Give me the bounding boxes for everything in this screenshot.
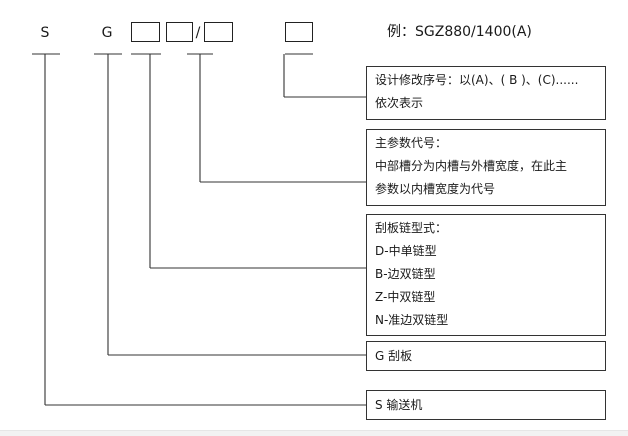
- box-modification-line-1: 设计修改序号：以(A)、( B )、(C)......: [375, 73, 579, 87]
- box-modification-line-2: 依次表示: [375, 96, 424, 110]
- code-box-modification: [285, 22, 313, 42]
- box-main-parameter: 主参数代号： 中部槽分为内槽与外槽宽度，在此主 参数以内槽宽度为代号: [366, 129, 606, 206]
- code-box-main-param-outer: [166, 22, 193, 42]
- code-slash: /: [195, 25, 201, 41]
- code-box-chain-type: [131, 22, 160, 42]
- box-main-param-line-2: 中部槽分为内槽与外槽宽度，在此主: [375, 159, 568, 173]
- box-chain-type-line-5: N-准边双链型: [375, 313, 449, 327]
- box-chain-type-line-3: B-边双链型: [375, 267, 436, 281]
- box-chain-type-line-4: Z-中双链型: [375, 290, 436, 304]
- box-main-param-line-3: 参数以内槽宽度为代号: [375, 182, 496, 196]
- code-letter-s: S: [40, 25, 50, 41]
- code-letter-g: G: [101, 25, 113, 41]
- box-conveyor: S 输送机: [366, 390, 606, 420]
- bottom-strip: [0, 430, 628, 436]
- box-conveyor-line-1: S 输送机: [375, 398, 423, 412]
- box-chain-type: 刮板链型式： D-中单链型 B-边双链型 Z-中双链型 N-准边双链型: [366, 214, 606, 336]
- box-chain-type-line-2: D-中单链型: [375, 244, 437, 258]
- box-main-param-line-1: 主参数代号：: [375, 136, 448, 150]
- example-code: 例：SGZ880/1400(A): [387, 24, 532, 40]
- box-modification-number: 设计修改序号：以(A)、( B )、(C)...... 依次表示: [366, 66, 606, 120]
- box-scraper-line-1: G 刮板: [375, 349, 413, 363]
- box-scraper: G 刮板: [366, 341, 606, 371]
- box-chain-type-line-1: 刮板链型式：: [375, 221, 448, 235]
- code-box-main-param-inner: [204, 22, 233, 42]
